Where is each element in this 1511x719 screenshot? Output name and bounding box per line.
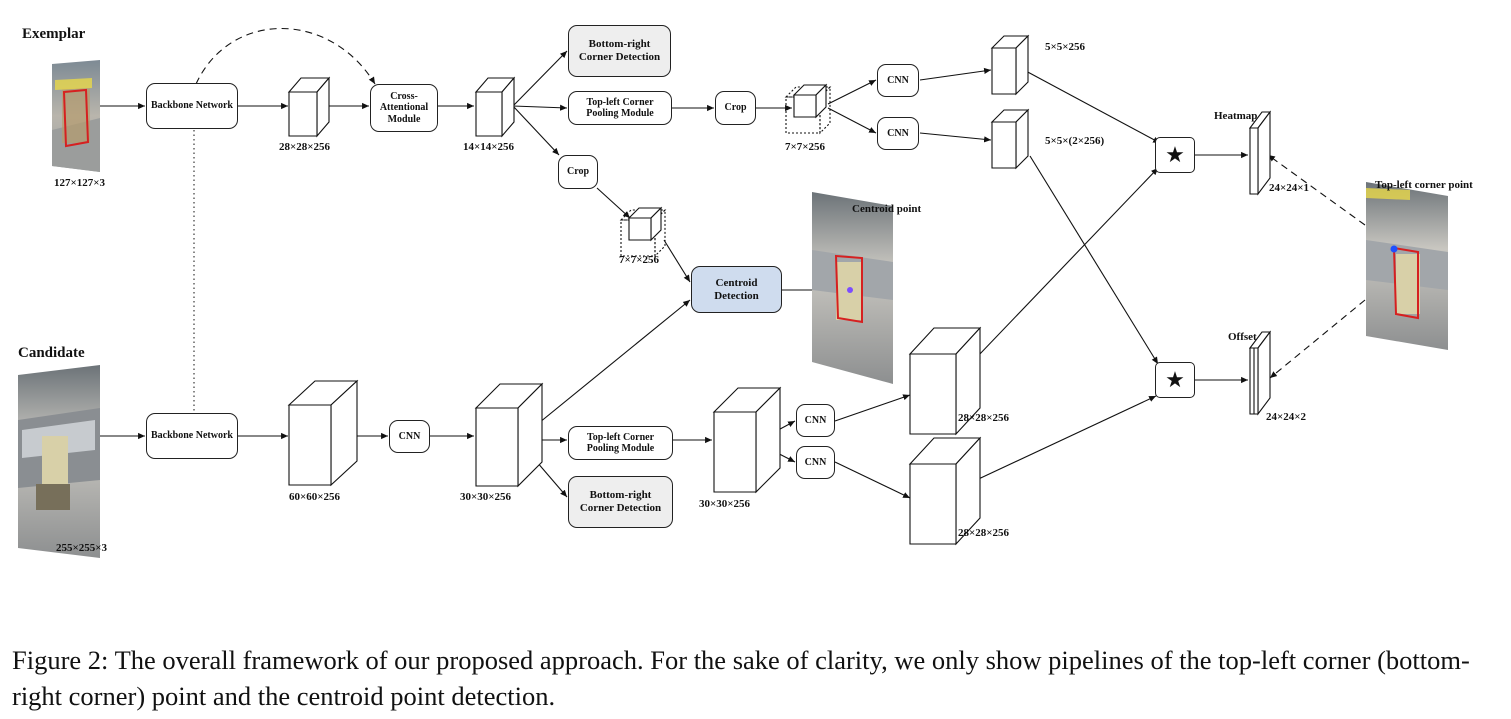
wire [1023,69,1161,144]
offset-label: Offset [1228,331,1257,343]
dim-30-a: 30×30×256 [460,491,512,503]
centroid-detection: Centroid Detection [691,266,782,313]
dim-60: 60×60×256 [289,491,341,503]
offset-slab [1248,330,1272,416]
feature-block-30-a [474,382,544,488]
feature-block-7-middle [619,206,667,258]
candidate-label: Candidate [18,345,85,361]
wires-main [100,50,1248,499]
dim-5-offset: 5×5×(2×256) [1045,135,1105,147]
wire [827,107,877,134]
dim-28-top: 28×28×256 [279,141,331,153]
figure-caption: Figure 2: The overall framework of our p… [12,645,1470,711]
wire [919,132,992,143]
candidate-image [18,365,100,558]
top-left-corner-point-label: Top-left corner point [1375,179,1473,191]
dim-5-heat: 5×5×256 [1045,41,1086,53]
wire [919,67,992,81]
dim-exemplar-input: 127×127×3 [54,177,106,189]
wire [954,167,1159,381]
feature-blocks [287,34,1030,546]
bottom-right-corner-detection-top: Bottom-right Corner Detection [568,25,671,77]
wire [512,105,560,156]
dim-offset: 24×24×2 [1266,411,1307,423]
top-left-corner-image [1366,182,1448,350]
wire [512,104,568,111]
cnn-candidate: CNN [389,420,430,453]
exemplar-label: Exemplar [22,26,86,42]
wire [954,395,1157,491]
top-left-corner-pooling-top: Top-left Corner Pooling Module [568,91,672,125]
dim-7-top: 7×7×256 [785,141,826,153]
feature-block-30-b [712,386,782,494]
centroid-point-label: Centroid point [852,203,922,215]
correlation-star-heatmap: ★ [1155,137,1195,173]
feature-block-7-top [784,83,832,135]
feature-block-5-heat [990,34,1030,96]
centroid-image [812,192,893,384]
cnn-offset-branch: CNN [877,117,919,150]
crop-box-middle: Crop [558,155,598,189]
heatmap-slab [1248,110,1272,196]
bottom-right-corner-detection-bottom: Bottom-right Corner Detection [568,476,673,528]
cnn-heatmap-branch: CNN [877,64,919,97]
dim-28-b1: 28×28×256 [958,412,1010,424]
dim-heatmap: 24×24×1 [1269,182,1310,194]
feature-block-28-top [287,76,331,138]
top-left-corner-pooling-bottom: Top-left Corner Pooling Module [568,426,673,460]
crop-box-top: Crop [715,91,756,125]
framework-diagram: Exemplar Candidate Backbone Network Back… [18,25,1473,558]
wire [827,79,877,105]
exemplar-image [52,60,100,172]
feature-block-5-offset [990,108,1030,170]
wire [834,461,911,499]
feature-block-14 [474,76,516,138]
backbone-network-exemplar: Backbone Network [146,83,238,129]
dashed-skip-arrow [195,28,376,85]
cnn-candidate-branch-2: CNN [796,446,835,479]
wire [512,50,568,107]
wire [596,187,631,219]
dashed-offset-arrow [1269,299,1366,379]
wire [663,239,691,283]
heatmap-label: Heatmap [1214,110,1258,122]
backbone-network-candidate: Backbone Network [146,413,238,459]
cross-attentional-module: Cross-Attentional Module [370,84,438,132]
feature-block-60 [287,379,359,487]
feature-block-28-b2 [908,436,982,546]
dim-7-middle: 7×7×256 [619,254,660,266]
dim-28-b2: 28×28×256 [958,527,1010,539]
wire [517,299,691,441]
dim-candidate-input: 255×255×3 [56,542,108,554]
feature-block-28-b1 [908,326,982,436]
dim-14: 14×14×256 [463,141,515,153]
correlation-star-offset: ★ [1155,362,1195,398]
cnn-candidate-branch-1: CNN [796,404,835,437]
dashed-heatmap-arrow [1267,154,1366,226]
connection-layer [18,28,1448,558]
dim-30-b: 30×30×256 [699,498,751,510]
wire [1029,155,1159,365]
wire [834,394,911,422]
